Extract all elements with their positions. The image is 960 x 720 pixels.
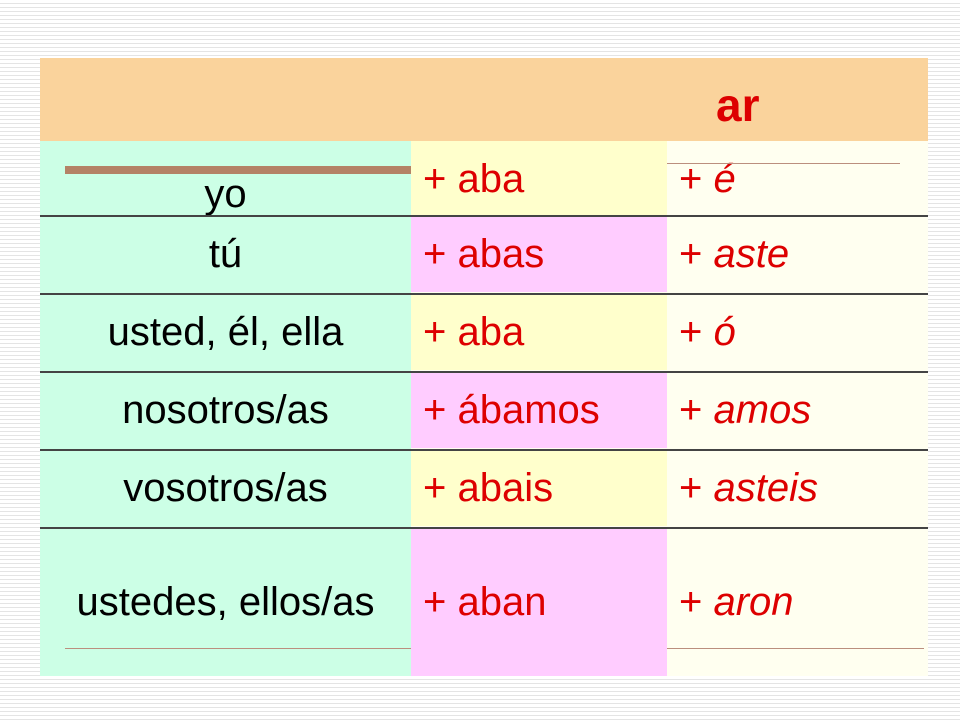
row-divider — [40, 371, 928, 373]
preterite-cell-yo: + é — [667, 141, 928, 216]
preterite-ending: aron — [713, 580, 794, 624]
row-divider — [40, 527, 928, 529]
plus-sign: + — [679, 388, 714, 432]
imperfect-cell-tu: + abas — [411, 216, 667, 292]
imperfect-cell-usted: + aba — [411, 294, 667, 370]
row-divider — [40, 449, 928, 451]
plus-sign: + — [679, 466, 714, 510]
pronoun-cell-yo: yo — [204, 172, 247, 216]
header-ar-label: ar — [716, 79, 760, 131]
row-divider — [667, 163, 900, 164]
preterite-cell-ustedes: + aron — [667, 528, 928, 676]
pronoun-cell-ustedes: ustedes, ellos/as — [76, 580, 375, 624]
decorative-bar — [65, 166, 411, 174]
row-divider — [40, 215, 928, 217]
conjugation-table: ar yo + aba + é tú + abas + aste usted, … — [40, 58, 928, 676]
plus-sign: + — [679, 310, 714, 354]
imperfect-cell-ustedes: + aban — [411, 528, 667, 676]
pronoun-cell-tu: tú — [208, 232, 243, 276]
preterite-ending: ó — [713, 310, 736, 354]
preterite-cell-vosotros: + asteis — [667, 450, 928, 526]
preterite-cell-nosotros: + amos — [667, 372, 928, 448]
plus-sign: + — [679, 232, 714, 276]
preterite-ending: asteis — [713, 466, 818, 510]
imperfect-cell-yo: + aba — [411, 141, 667, 216]
preterite-cell-usted: + ó — [667, 294, 928, 370]
preterite-ending: amos — [713, 388, 812, 432]
pronoun-cell-nosotros: nosotros/as — [122, 388, 329, 432]
preterite-ending: é — [713, 156, 736, 201]
row-divider — [40, 293, 928, 295]
pronoun-cell-vosotros: vosotros/as — [123, 466, 328, 510]
preterite-ending: aste — [713, 232, 790, 276]
row-divider — [667, 648, 924, 649]
plus-sign: + — [679, 156, 714, 201]
table-header: ar — [40, 58, 928, 141]
row-divider — [65, 648, 411, 649]
imperfect-cell-vosotros: + abais — [411, 450, 667, 526]
preterite-cell-tu: + aste — [667, 216, 928, 292]
pronoun-cell-usted: usted, él, ella — [107, 310, 344, 354]
plus-sign: + — [679, 580, 714, 624]
imperfect-cell-nosotros: + ábamos — [411, 372, 667, 448]
pronoun-column — [40, 141, 411, 676]
